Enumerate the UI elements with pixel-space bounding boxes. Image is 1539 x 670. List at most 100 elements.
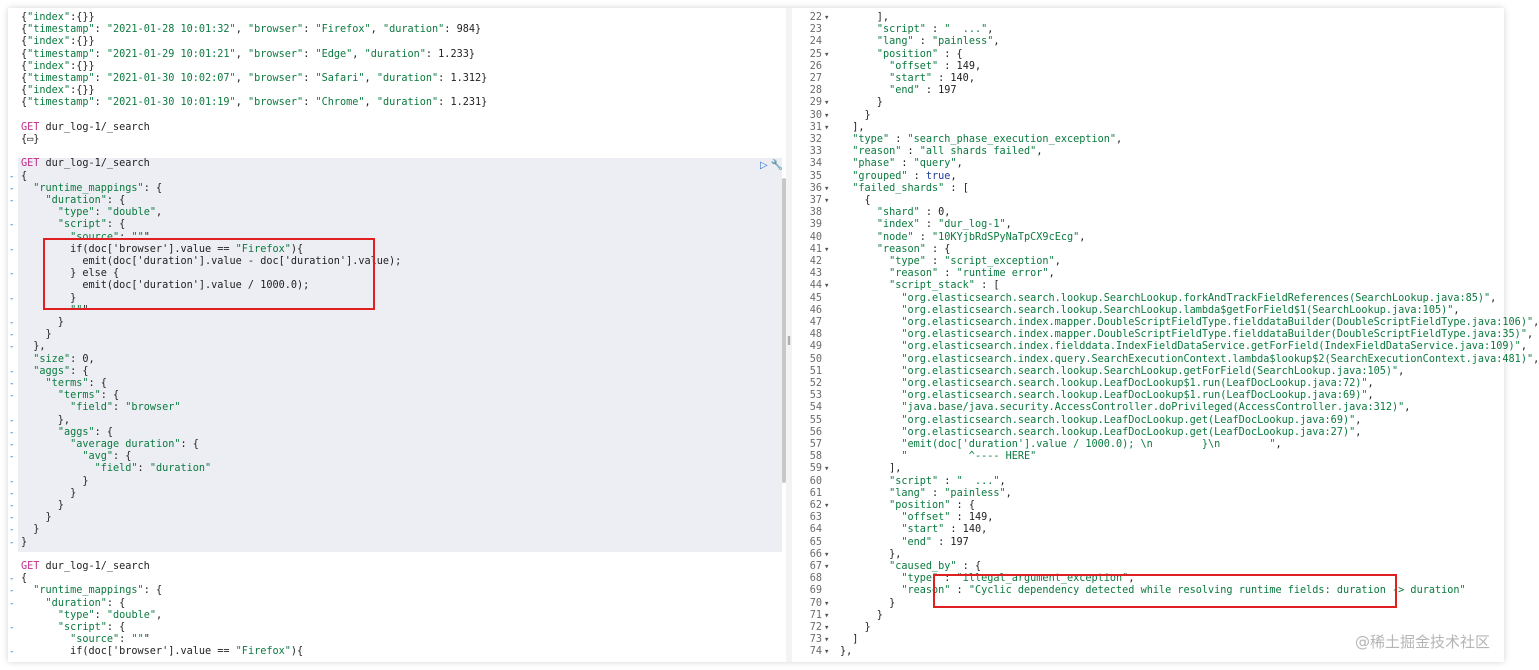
editor-line[interactable]: {"timestamp": "2021-01-29 10:01:21", "br…	[21, 48, 475, 60]
fold-toggle-icon[interactable]: -	[9, 379, 15, 389]
fold-toggle-icon[interactable]: ▾	[824, 610, 830, 621]
editor-line[interactable]: "field": "duration"	[94, 463, 212, 475]
fold-toggle-icon[interactable]: -	[9, 269, 15, 280]
fold-toggle-icon[interactable]: -	[9, 501, 15, 511]
fold-toggle-icon[interactable]: -	[9, 440, 15, 450]
fold-toggle-icon[interactable]: -	[9, 330, 15, 341]
fold-toggle-icon[interactable]: -	[9, 476, 15, 487]
editor-line[interactable]: "terms": {	[57, 390, 120, 402]
editor-line[interactable]: "script": {	[57, 622, 126, 633]
editor-line[interactable]: "script": {	[57, 219, 126, 231]
editor-line[interactable]: {"timestamp": "2021-01-30 10:02:07", "br…	[21, 73, 488, 84]
fold-toggle-icon[interactable]: -	[9, 513, 15, 524]
wrench-icon[interactable]: 🔧	[770, 160, 784, 171]
editor-line[interactable]: {"timestamp": "2021-01-30 10:01:19", "br…	[21, 97, 488, 109]
splitter-grip-icon[interactable]: ‖	[786, 336, 792, 346]
fold-toggle-icon[interactable]: ▾	[824, 464, 830, 475]
fold-toggle-icon[interactable]: ▾	[824, 549, 830, 560]
editor-line[interactable]: emit(doc['duration'].value - doc['durati…	[21, 256, 402, 267]
fold-toggle-icon[interactable]: -	[9, 244, 15, 255]
fold-toggle-icon[interactable]: -	[9, 623, 15, 633]
fold-toggle-icon[interactable]: ▾	[824, 98, 830, 109]
fold-toggle-icon[interactable]: -	[9, 574, 15, 585]
editor-line[interactable]: {"index":{}}	[21, 85, 95, 97]
fold-toggle-icon[interactable]: -	[9, 171, 15, 182]
fold-toggle-icon[interactable]: ▾	[824, 598, 830, 609]
editor-line[interactable]: "aggs": {	[57, 426, 114, 438]
editor-line[interactable]: {	[21, 170, 28, 182]
editor-line[interactable]: "duration": {	[45, 597, 126, 609]
editor-line[interactable]: {	[21, 573, 28, 585]
play-icon[interactable]: ▷	[760, 160, 768, 171]
editor-line[interactable]: {"index":{}}	[21, 12, 95, 23]
editor-line[interactable]: GET dur_log-1/_search	[21, 158, 150, 170]
request-editor-pane[interactable]: ▷ 🔧 {"index":{}}{"timestamp": "2021-01-2…	[8, 8, 786, 662]
fold-toggle-icon[interactable]: ▾	[824, 183, 830, 194]
fold-toggle-icon[interactable]: -	[9, 318, 15, 328]
fold-toggle-icon[interactable]: ▾	[824, 122, 830, 133]
fold-toggle-icon[interactable]: ▾	[824, 623, 830, 633]
fold-toggle-icon[interactable]: -	[9, 598, 15, 609]
editor-line[interactable]: emit(doc['duration'].value / 1000.0);	[21, 280, 310, 292]
editor-line[interactable]: if(doc['browser'].value == "Firefox"){	[21, 243, 304, 255]
editor-line[interactable]: },	[21, 414, 71, 426]
editor-line[interactable]: {"timestamp": "2021-01-28 10:01:32", "br…	[21, 24, 482, 36]
editor-line[interactable]: },	[21, 341, 46, 353]
editor-line[interactable]: {"index":{}}	[21, 60, 95, 72]
pane-splitter[interactable]	[786, 8, 792, 662]
editor-line[interactable]: "avg": {	[82, 451, 132, 463]
fold-toggle-icon[interactable]: -	[9, 647, 15, 658]
editor-line[interactable]: "source": """	[70, 231, 150, 243]
editor-line[interactable]: "runtime_mappings": {	[33, 182, 163, 194]
fold-toggle-icon[interactable]: ▾	[824, 562, 830, 572]
fold-toggle-icon[interactable]: -	[9, 427, 15, 438]
editor-line[interactable]: "runtime_mappings": {	[33, 585, 163, 597]
fold-toggle-icon[interactable]: -	[9, 415, 15, 426]
fold-toggle-icon[interactable]: ▾	[824, 110, 830, 121]
fold-toggle-icon[interactable]: -	[9, 488, 15, 499]
fold-toggle-icon[interactable]: ▾	[824, 196, 830, 206]
fold-toggle-icon[interactable]: -	[9, 342, 15, 353]
fold-toggle-icon[interactable]: -	[9, 586, 15, 597]
fold-toggle-icon[interactable]: -	[9, 183, 15, 194]
editor-line[interactable]: GET dur_log-1/_search	[21, 561, 150, 572]
editor-line[interactable]: "type": "double",	[57, 207, 163, 219]
fold-toggle-icon[interactable]: -	[9, 525, 15, 536]
editor-line[interactable]: "source": """	[70, 634, 150, 646]
fold-toggle-icon[interactable]: -	[9, 220, 15, 231]
editor-line[interactable]: }	[21, 475, 89, 487]
fold-toggle-icon[interactable]: -	[9, 391, 15, 402]
editor-line[interactable]: }	[21, 524, 40, 536]
response-output-pane[interactable]: 22▾ ],23 "script" : " ...",24 "lang" : "…	[792, 8, 1539, 662]
fold-toggle-icon[interactable]: -	[9, 293, 15, 304]
editor-line[interactable]: }	[21, 329, 52, 341]
editor-line[interactable]: "aggs": {	[33, 365, 89, 377]
fold-toggle-icon[interactable]: -	[9, 366, 15, 377]
fold-toggle-icon[interactable]: ▾	[824, 647, 830, 658]
editor-line[interactable]: }	[21, 487, 77, 499]
editor-line[interactable]: GET dur_log-1/_search	[21, 121, 150, 133]
fold-toggle-icon[interactable]: ▾	[824, 635, 830, 646]
fold-toggle-icon[interactable]: -	[9, 196, 15, 206]
editor-line[interactable]: {"index":{}}	[21, 36, 95, 48]
fold-toggle-icon[interactable]: ▾	[824, 244, 830, 255]
editor-line[interactable]: {▭}	[21, 134, 40, 145]
fold-toggle-icon[interactable]: ▾	[824, 281, 830, 292]
fold-toggle-icon[interactable]: ▾	[824, 501, 830, 511]
editor-line[interactable]: "size": 0,	[33, 353, 95, 365]
editor-line[interactable]: """	[70, 304, 89, 316]
fold-toggle-icon[interactable]: -	[9, 537, 15, 548]
editor-line[interactable]: }	[21, 500, 64, 511]
fold-toggle-icon[interactable]: ▾	[824, 49, 830, 60]
fold-toggle-icon[interactable]: -	[9, 452, 15, 463]
editor-line[interactable]: "terms": {	[45, 378, 107, 389]
editor-line[interactable]: }	[21, 317, 64, 328]
editor-line[interactable]: "duration": {	[45, 195, 126, 206]
editor-line[interactable]: "type": "double",	[57, 609, 163, 621]
editor-line[interactable]: "average duration": {	[70, 439, 199, 450]
editor-scrollbar[interactable]	[782, 178, 786, 483]
editor-line[interactable]: }	[21, 512, 52, 524]
editor-line[interactable]: }	[21, 536, 28, 548]
editor-line[interactable]: } else {	[21, 268, 120, 280]
editor-line[interactable]: }	[21, 292, 77, 304]
